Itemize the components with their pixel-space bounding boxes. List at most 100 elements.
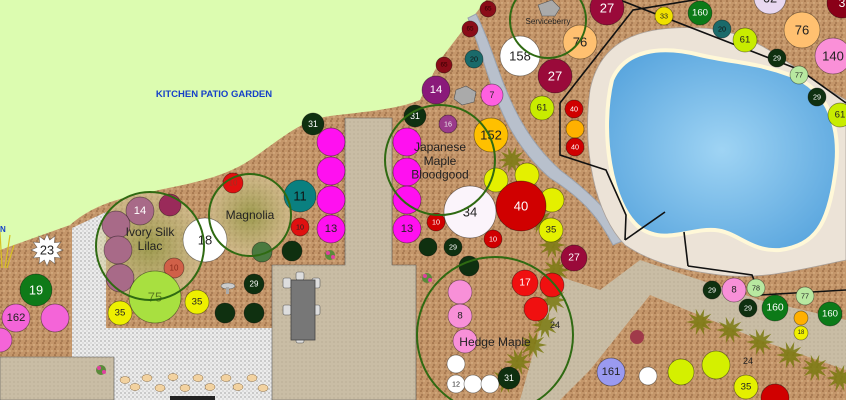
plant[interactable]: 40 (564, 99, 584, 119)
plant[interactable] (105, 263, 135, 293)
plant[interactable]: 77 (789, 65, 809, 85)
plant[interactable] (392, 185, 422, 215)
plant[interactable] (565, 119, 585, 139)
plant[interactable]: 29 (702, 280, 722, 300)
plant[interactable]: 27 (537, 58, 573, 94)
ornamental-grass[interactable] (538, 231, 566, 259)
plant[interactable]: 65 (461, 20, 479, 38)
plant[interactable]: 65 (479, 0, 497, 18)
plant[interactable]: 16 (438, 114, 458, 134)
plant[interactable]: 20 (712, 19, 732, 39)
plant[interactable]: 11 (283, 179, 317, 213)
plant[interactable] (452, 328, 478, 354)
ornamental-grass[interactable] (531, 311, 559, 339)
plant[interactable]: 19 (19, 273, 53, 307)
tree[interactable]: Serviceberry (509, 0, 587, 59)
plant[interactable]: 34 (443, 185, 497, 239)
tree[interactable]: Hedge Maple (416, 256, 574, 400)
plant[interactable]: 29 (243, 273, 265, 295)
plant[interactable]: 14 (125, 196, 155, 226)
plant[interactable]: 61 (732, 27, 758, 53)
plant[interactable]: 61 (529, 95, 555, 121)
plant[interactable] (103, 235, 133, 265)
plant[interactable]: 162 (1, 303, 31, 333)
plant[interactable]: 18 (182, 217, 228, 263)
plant[interactable] (418, 237, 438, 257)
plant[interactable]: 77 (795, 286, 815, 306)
plant[interactable]: 35 (733, 374, 759, 400)
ornamental-grass[interactable] (716, 316, 744, 344)
plant[interactable]: 31 (497, 366, 521, 390)
plant[interactable]: 160 (687, 0, 713, 26)
plant[interactable] (523, 296, 549, 322)
ornamental-grass[interactable] (498, 146, 526, 174)
plant[interactable]: 161 (596, 357, 626, 387)
plant[interactable]: 7 (480, 83, 504, 107)
plant[interactable] (667, 358, 695, 386)
plant[interactable] (392, 127, 422, 157)
ornamental-grass[interactable] (504, 348, 532, 376)
plant[interactable]: 3 (826, 0, 846, 19)
plant[interactable]: 29 (767, 48, 787, 68)
ornamental-grass[interactable] (542, 256, 570, 284)
plant[interactable]: 12 (446, 374, 466, 394)
plant[interactable]: 140 (814, 37, 846, 75)
ornamental-grass[interactable] (776, 341, 804, 369)
plant[interactable] (480, 374, 500, 394)
plant[interactable]: 10 (426, 212, 446, 232)
plant[interactable] (0, 327, 13, 353)
plant[interactable]: 14 (421, 75, 451, 105)
plant[interactable]: 160 (817, 301, 843, 327)
tree[interactable]: Magnolia (208, 173, 292, 257)
plant[interactable] (483, 167, 509, 193)
ornamental-grass[interactable] (686, 308, 714, 336)
ornamental-grass[interactable] (801, 354, 829, 382)
plant[interactable] (316, 185, 346, 215)
ornamental-grass[interactable] (826, 364, 846, 392)
plant[interactable]: 29 (807, 87, 827, 107)
plant[interactable]: 40 (565, 137, 585, 157)
plant[interactable]: 29 (443, 237, 463, 257)
plant[interactable] (40, 303, 70, 333)
plant[interactable]: 18 (793, 325, 809, 341)
plant[interactable] (251, 241, 273, 263)
plant[interactable]: 158 (499, 35, 541, 77)
plant[interactable]: 75 (128, 270, 182, 324)
plant[interactable]: 33 (654, 6, 674, 26)
plant[interactable]: 20 (464, 49, 484, 69)
plant[interactable]: 31 (403, 104, 427, 128)
plant[interactable]: 152 (473, 117, 509, 153)
plant[interactable] (638, 366, 658, 386)
plant[interactable] (243, 302, 265, 324)
plant[interactable]: 27 (589, 0, 625, 26)
plant[interactable]: 62 (753, 0, 787, 15)
plant[interactable]: 10 (483, 229, 503, 249)
plant[interactable] (281, 240, 303, 262)
ornamental-grass[interactable] (539, 286, 567, 314)
ornamental-grass[interactable] (519, 331, 547, 359)
plant[interactable]: 13 (392, 214, 422, 244)
plant[interactable]: 10 (163, 257, 185, 279)
plant[interactable]: 35 (538, 217, 564, 243)
plant[interactable] (158, 193, 182, 217)
plant[interactable]: 78 (746, 278, 766, 298)
plant[interactable] (463, 374, 483, 394)
plant[interactable]: 27 (560, 244, 588, 272)
plant[interactable] (316, 127, 346, 157)
plant[interactable]: 61 (827, 102, 846, 128)
plant[interactable]: 29 (738, 298, 758, 318)
plant[interactable] (447, 279, 473, 305)
plant[interactable]: 8 (721, 277, 747, 303)
plant[interactable] (760, 383, 790, 400)
plant[interactable]: 76 (783, 11, 821, 49)
plant[interactable] (214, 302, 236, 324)
plant[interactable]: 17 (511, 269, 539, 297)
ornamental-grass[interactable] (746, 328, 774, 356)
plant[interactable]: 8 (447, 303, 473, 329)
plant[interactable]: 23 (30, 233, 64, 267)
plant[interactable] (539, 272, 565, 298)
plant[interactable] (446, 354, 466, 374)
plant[interactable]: 35 (107, 300, 133, 326)
